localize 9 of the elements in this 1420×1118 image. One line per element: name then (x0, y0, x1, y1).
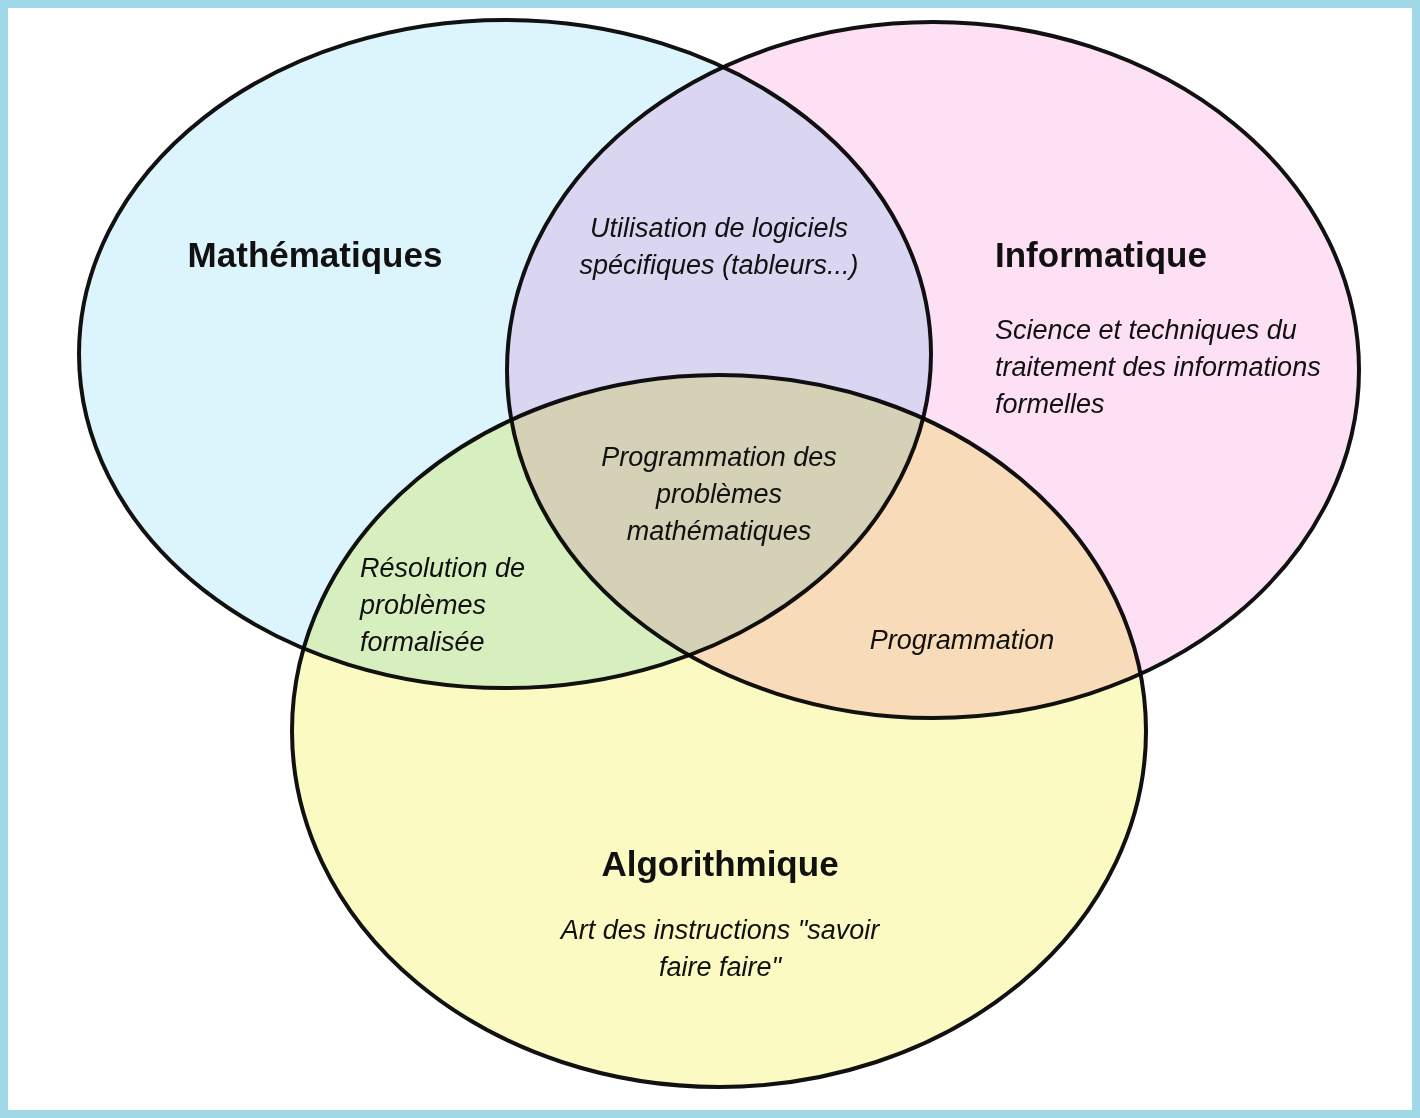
circle-title: Informatique (995, 236, 1208, 273)
overlap-label: Programmation des problèmes mathématiques (600, 441, 838, 548)
overlap-label: Résolution de problèmes formalisée (360, 552, 527, 659)
circle-description: Art des instructions "savoir faire faire" (560, 914, 880, 984)
circle-description: Science et techniques du traitement des informations formelles (995, 314, 1322, 421)
overlap-label: Utilisation de logiciels spécifiques (tableurs...) (578, 212, 860, 282)
circle-title: Mathématiques (186, 236, 444, 273)
circle-title: Algorithmique (600, 845, 840, 882)
overlap-label: Programmation (868, 624, 1056, 657)
